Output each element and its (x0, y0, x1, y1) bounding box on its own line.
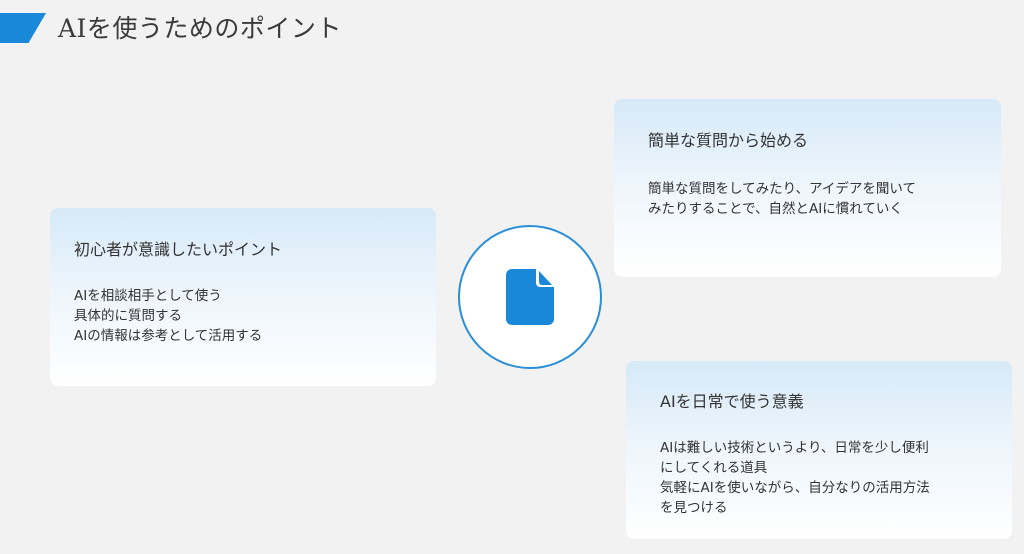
card-line: 具体的に質問する (74, 308, 182, 324)
card-start-simple: 簡単な質問から始める 簡単な質問をしてみたり、アイデアを聞いて みたりすることで… (614, 99, 1001, 277)
card-line: 簡単な質問をしてみたり、アイデアを聞いて (648, 181, 916, 197)
page-title: AIを使うためのポイント (58, 14, 342, 43)
card-line: AIを相談相手として使う (74, 288, 222, 304)
card-beginner-points: 初心者が意識したいポイント AIを相談相手として使う 具体的に質問する AIの情… (50, 208, 436, 386)
card-line: を見つける (660, 500, 728, 516)
card-line: にしてくれる道具 (660, 460, 768, 476)
document-icon (506, 269, 554, 325)
card-line: 気軽にAIを使いながら、自分なりの活用方法 (660, 480, 930, 496)
card-title: 簡単な質問から始める (648, 131, 809, 150)
card-title: AIを日常で使う意義 (660, 392, 804, 411)
center-icon-circle (458, 225, 602, 369)
card-line: AIは難しい技術というより、日常を少し便利 (660, 440, 929, 456)
card-line: AIの情報は参考として活用する (74, 328, 263, 344)
card-lines: 簡単な質問をしてみたり、アイデアを聞いて みたりすることで、自然とAIに慣れてい… (648, 179, 967, 219)
card-lines: AIを相談相手として使う 具体的に質問する AIの情報は参考として活用する (74, 286, 412, 346)
card-daily-use: AIを日常で使う意義 AIは難しい技術というより、日常を少し便利 にしてくれる道… (626, 361, 1012, 539)
card-title: 初心者が意識したいポイント (74, 240, 283, 259)
title-accent-shape (0, 13, 46, 43)
card-lines: AIは難しい技術というより、日常を少し便利 にしてくれる道具 気軽にAIを使いな… (660, 438, 978, 518)
card-line: みたりすることで、自然とAIに慣れていく (648, 201, 903, 217)
